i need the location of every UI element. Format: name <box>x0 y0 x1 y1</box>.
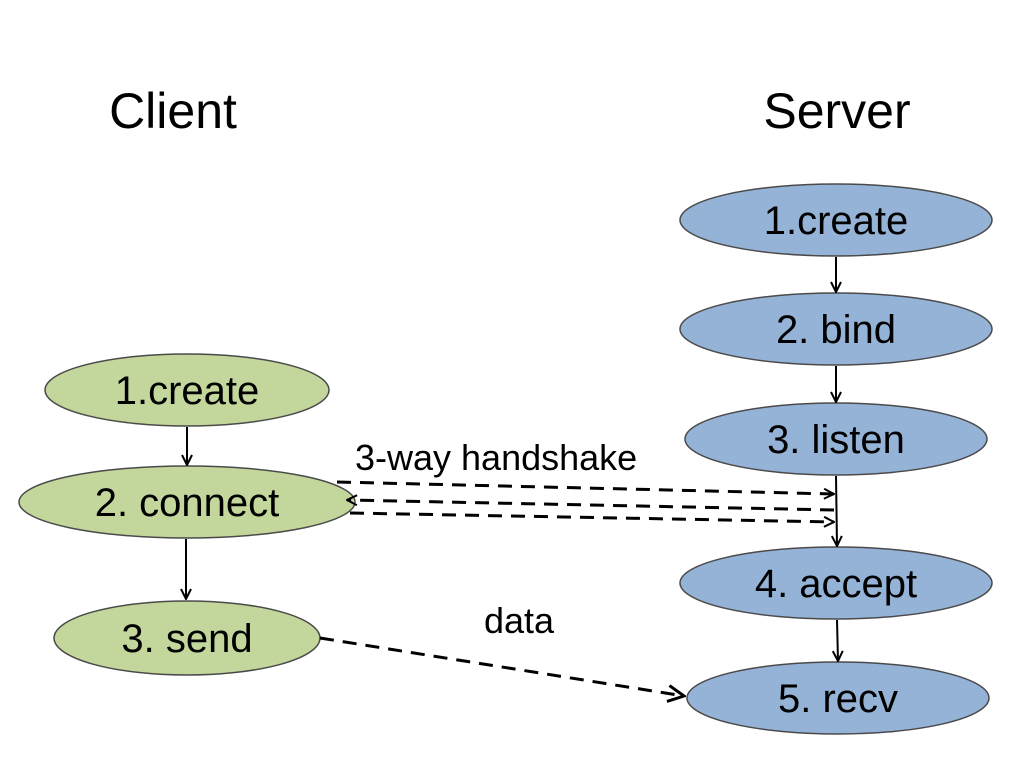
client-node-create: 1.create <box>44 353 330 427</box>
client-node-send-label: 3. send <box>121 617 252 661</box>
data-label: data <box>484 600 555 641</box>
server-node-listen: 3. listen <box>684 402 988 476</box>
server-node-recv-label: 5. recv <box>778 677 898 721</box>
handshake-syn-arrow <box>336 480 834 494</box>
server-node-accept: 4. accept <box>679 546 993 620</box>
server-node-create-label: 1.create <box>764 199 909 243</box>
server-title: Server <box>763 83 910 139</box>
server-node-bind: 2. bind <box>679 292 993 366</box>
client-node-connect-label: 2. connect <box>95 481 280 525</box>
server-node-recv: 5. recv <box>686 661 990 735</box>
server-accept-to-recv-arrow <box>837 619 838 661</box>
server-node-accept-label: 4. accept <box>755 562 917 606</box>
handshake-ack-arrow <box>349 511 834 522</box>
data-arrow <box>319 636 684 696</box>
client-node-send: 3. send <box>53 600 321 676</box>
server-node-listen-label: 3. listen <box>767 418 905 462</box>
server-node-create: 1.create <box>679 183 993 257</box>
handshake-label: 3-way handshake <box>355 437 637 478</box>
client-node-create-label: 1.create <box>115 369 260 413</box>
server-node-bind-label: 2. bind <box>776 308 896 352</box>
client-title: Client <box>109 83 237 139</box>
client-node-connect: 2. connect <box>18 465 356 539</box>
handshake-synack-arrow <box>347 500 835 512</box>
server-listen-to-accept-arrow <box>836 475 837 546</box>
